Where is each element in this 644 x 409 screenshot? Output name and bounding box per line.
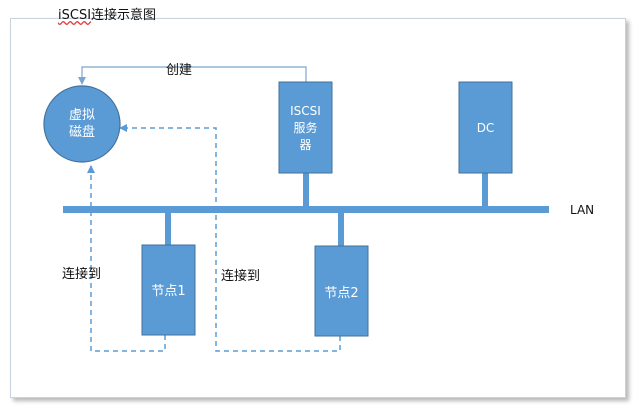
dc-link — [482, 173, 488, 208]
iscsi-server-node — [278, 81, 333, 174]
virtual-disk-label-line1: 虚拟 — [69, 108, 95, 123]
node1-connect-label: 连接到 — [62, 266, 101, 282]
dc-node — [458, 81, 513, 174]
page-title: iSCSI连接示意图 — [58, 4, 156, 23]
title-suffix: 连接示意图 — [91, 8, 157, 23]
node2-link — [338, 211, 344, 247]
node2-label: 节点2 — [324, 286, 358, 301]
iscsi-server-label-line1: ISCSI — [290, 104, 321, 118]
node2-node — [314, 245, 369, 337]
node1-link — [165, 211, 171, 246]
virtual-disk-node — [43, 85, 121, 163]
server-link — [303, 173, 309, 208]
node2-connect-label: 连接到 — [221, 268, 260, 284]
lan-bus — [63, 206, 549, 213]
virtual-disk-label-line2: 磁盘 — [69, 124, 95, 140]
title-prefix: iSCSI — [58, 8, 92, 23]
iscsi-server-label-line2: 服务 — [293, 120, 317, 135]
iscsi-server-label-line3: 器 — [299, 138, 311, 152]
dc-label: DC — [477, 121, 495, 135]
create-connector — [78, 66, 307, 85]
node1-connect-connector — [87, 165, 166, 352]
create-label: 创建 — [166, 63, 192, 78]
node1-label: 节点1 — [151, 284, 185, 299]
node2-connect-connector — [119, 124, 341, 352]
node1-node — [141, 244, 196, 336]
lan-label: LAN — [570, 203, 594, 217]
